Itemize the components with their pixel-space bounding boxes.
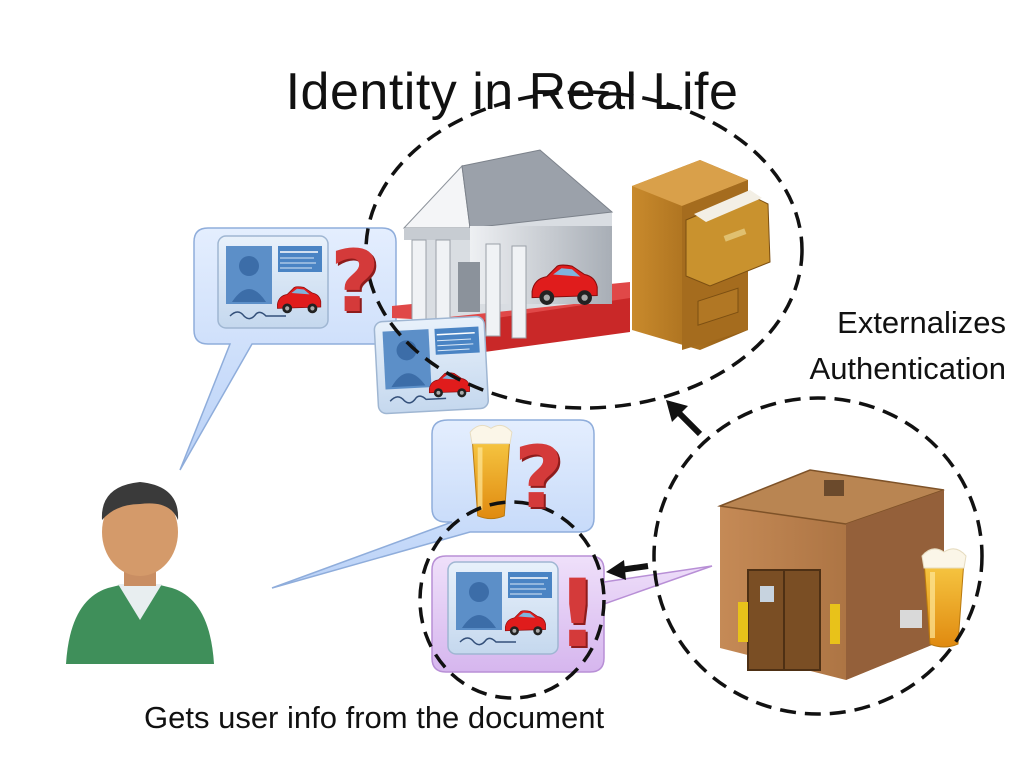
person-icon: [66, 482, 214, 664]
authority-circle: [364, 90, 804, 410]
arrow-to-authority: [666, 400, 703, 437]
document-circle: [418, 500, 606, 700]
bar-building-icon: [717, 469, 945, 680]
exclamation-mark: !: [556, 560, 599, 669]
id-card-icon: [217, 235, 329, 329]
id-card-icon: [447, 561, 559, 655]
user-info-caption: Gets user info from the document: [144, 700, 605, 735]
authentication-line: Authentication: [809, 351, 1006, 386]
arrow-to-document: [606, 560, 649, 580]
externalizes-caption: Externalizes Authentication: [810, 300, 1006, 392]
age-request-bubble: [271, 419, 595, 589]
filing-cabinet-icon: [632, 160, 771, 350]
id-card-icon: [373, 315, 490, 415]
government-building-icon: [392, 149, 630, 354]
page-title: Identity in Real Life: [285, 63, 739, 121]
externalizes-line: Externalizes: [837, 305, 1006, 340]
question-mark: ?: [514, 428, 564, 528]
bar-circle: [652, 396, 984, 716]
question-mark: ?: [330, 232, 380, 332]
